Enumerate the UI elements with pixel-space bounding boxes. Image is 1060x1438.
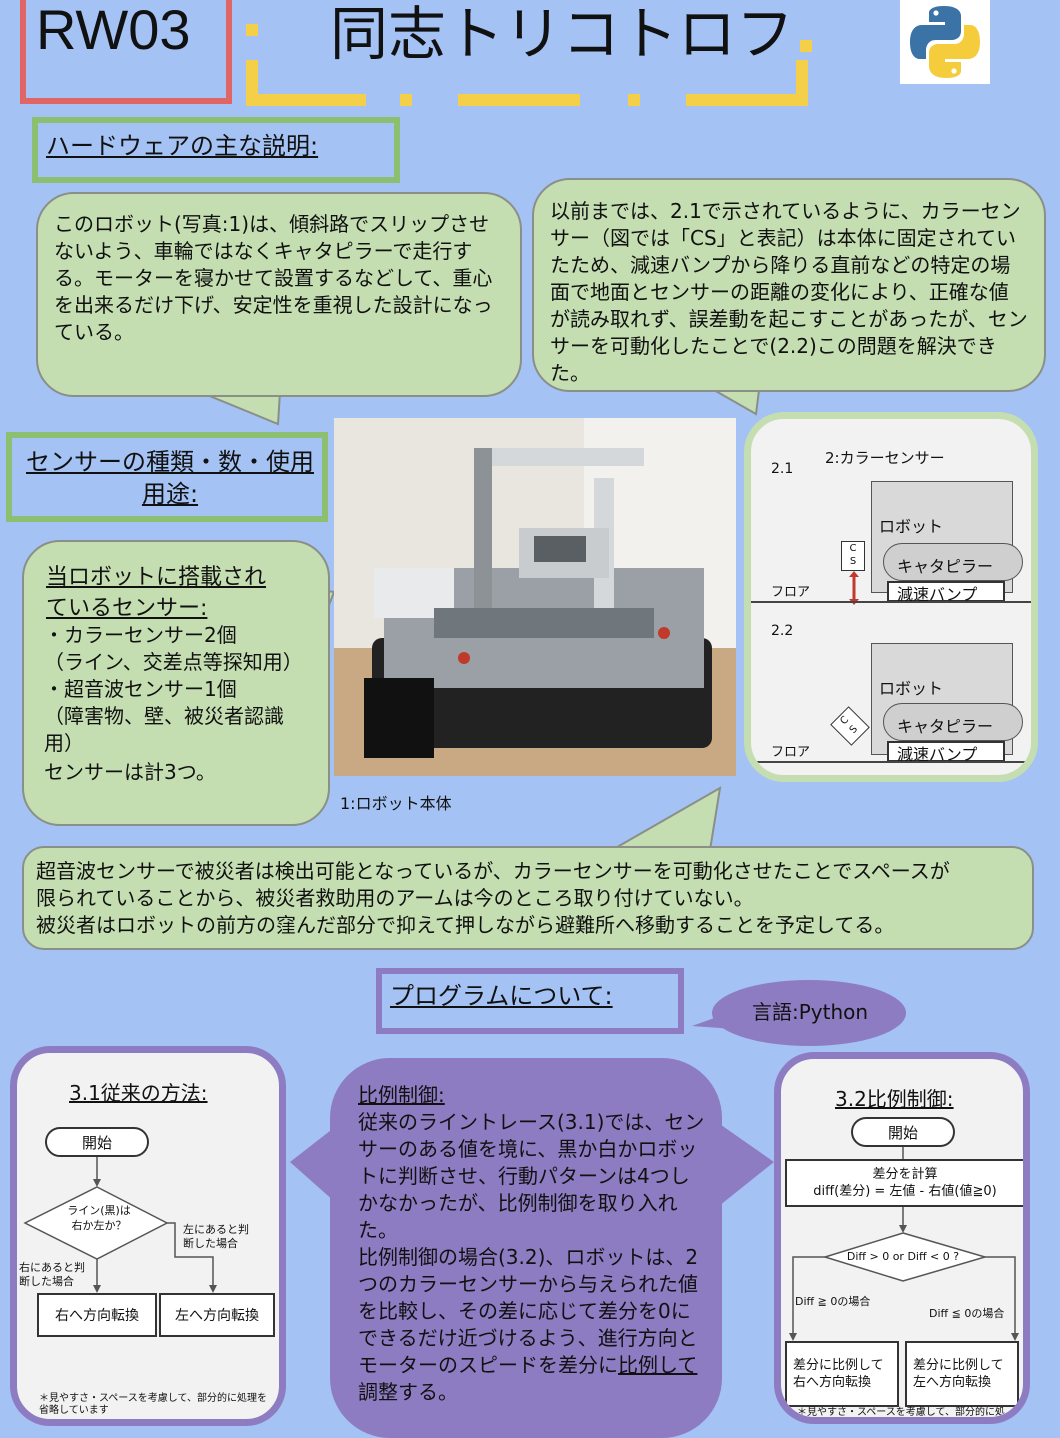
sensor-line: ・超音波センサー1個 <box>44 677 237 701</box>
flow1-decision: ライン(黒)は 右か左か？ <box>61 1203 137 1233</box>
flow1-left-note: 左にあると判 断した場合 <box>183 1223 249 1251</box>
language-text: 言語:Python <box>752 1000 869 1024</box>
team-code-box <box>20 0 232 104</box>
distance-arrow-icon <box>849 571 859 605</box>
flow2-decision: Diff > 0 or Diff < 0 ? <box>846 1250 960 1263</box>
flow2-out-right: 差分に比例して右へ方向転換 <box>785 1341 899 1407</box>
flow2-footnote: ＊見やすさ・スペースを考慮して、部分的に処 <box>797 1407 1005 1418</box>
diagram2-a-robot-label: ロボット <box>879 517 944 536</box>
sensor-heading: 当ロボットに搭載されているセンサー: <box>46 565 267 621</box>
diagram2-b-floor-line <box>751 761 1031 763</box>
flow1-right-note: 右にあると判 断した場合 <box>19 1261 85 1289</box>
diagram2-b-robot-label: ロボット <box>879 679 944 698</box>
flow1-note-line: 右にあると判 <box>19 1261 85 1274</box>
hardware-label-box <box>32 117 400 183</box>
hardware-left-bubble <box>36 192 522 397</box>
diagram2-a-floor: フロア <box>771 585 811 600</box>
flow1-panel: 3.1従来の方法: 開始 ライン(黒)は 右か左か？ 右にあると判 断した場合 … <box>10 1046 286 1426</box>
flow2-arrows <box>789 1147 1019 1341</box>
sensor-line: ・カラーセンサー2個 <box>44 623 237 647</box>
cs-sensor-tilted-icon: C S <box>830 706 870 746</box>
flow1-turn-left: 左へ方向転換 <box>159 1293 275 1337</box>
sensor-line: （ライン、交差点等探知用） <box>44 650 303 674</box>
team-code: RW03 <box>36 0 191 61</box>
cs-letter: S <box>849 556 857 567</box>
proportional-text: 比例制御: 従来のライントレース(3.1)では、センサーのある値を境に、黒か白か… <box>358 1082 708 1406</box>
diagram2-a-track-label: キャタピラー <box>897 557 994 576</box>
sensor-bubble <box>22 540 330 826</box>
proportional-body-2-text: 比例制御の場合(3.2)、ロボットは、2つのカラーセンサーから与えられた値を比較… <box>358 1245 699 1377</box>
diagram2-title: 2:カラーセンサー <box>825 449 945 467</box>
proportional-body-1: 従来のライントレース(3.1)では、センサーのある値を境に、黒か白かロボットに判… <box>358 1110 705 1242</box>
sensor-label-box <box>6 432 328 522</box>
note-text: 超音波センサーで被災者は検出可能となっているが、カラーセンサーを可動化させたこと… <box>36 858 1026 939</box>
photo-caption: 1:ロボット本体 <box>340 794 452 813</box>
note-line: 超音波センサーで被災者は検出可能となっているが、カラーセンサーを可動化させたこと… <box>36 859 950 883</box>
flow2-branch-right: Diff ≦ 0の場合 <box>929 1307 1005 1320</box>
flow1-arrows <box>23 1157 217 1293</box>
flow2-start: 開始 <box>851 1117 955 1147</box>
flow2-out-left: 差分に比例して左へ方向転換 <box>905 1341 1019 1407</box>
program-label: プログラムについて: <box>390 982 613 1010</box>
sensor-line: （障害物、壁、被災者認識用） <box>44 704 284 755</box>
flow1-note-line: 左にあると判 <box>183 1223 249 1236</box>
flow2-calc-line: 差分を計算 <box>872 1167 938 1182</box>
hardware-label: ハードウェアの主な説明: <box>46 132 319 160</box>
cs-letter: C <box>849 543 857 554</box>
flow2-calc: 差分を計算 diff(差分) = 左値 - 右値(値≧0) <box>785 1159 1023 1207</box>
proportional-bubble <box>330 1058 722 1438</box>
sensor-line: センサーは計3つ。 <box>44 760 216 784</box>
program-label-box <box>376 968 684 1034</box>
flow2-panel: 3.2比例制御: 開始 差分を計算 diff(差分) = 左値 - 右値(値≧0… <box>774 1052 1030 1424</box>
hardware-right-bubble <box>532 178 1046 392</box>
diagram2-b-bump-label: 減速バンプ <box>897 745 978 764</box>
sensor-list: ・カラーセンサー2個 （ライン、交差点等探知用） ・超音波センサー1個 （障害物… <box>44 622 303 786</box>
flow1-note-line: 断した場合 <box>183 1237 238 1250</box>
note-line: 被災者はロボットの前方の窪んだ部分で抑えて押しながら避難所へ移動することを予定し… <box>36 913 895 937</box>
note-bubble <box>22 846 1034 950</box>
proportional-body-ul: 比例して <box>618 1353 698 1377</box>
flow1-decision-line: 右か左か？ <box>71 1219 127 1232</box>
flow1-start: 開始 <box>45 1127 149 1157</box>
cs-sensor-icon: C S <box>841 541 865 571</box>
robot-photo <box>334 418 736 776</box>
note-line: 限られていることから、被災者救助用のアームは今のところ取り付けていない。 <box>36 886 754 910</box>
hardware-right-text: 以前までは、2.1で示されているように、カラーセンサー（図では「CS」と表記）は… <box>550 199 1028 385</box>
diagram2-a-track <box>883 543 1023 581</box>
flow2-branch-left: Diff ≧ 0の場合 <box>795 1295 871 1308</box>
diagram2-a-bump-label: 減速バンプ <box>897 585 978 604</box>
flow1-decision-line: ライン(黒)は <box>67 1204 131 1217</box>
flow1-footnote: ＊見やすさ・スペースを考慮して、部分的に処理を省略しています <box>39 1393 267 1416</box>
flow1-turn-right: 右へ方向転換 <box>37 1293 157 1337</box>
diagram2-b-track-label: キャタピラー <box>897 717 994 736</box>
flow2-title: 3.2比例制御: <box>835 1087 954 1111</box>
sensor-label: センサーの種類・数・使用用途: <box>26 448 314 508</box>
diagram2-b-track <box>883 703 1023 741</box>
diagram2-a-floor-line <box>751 601 1031 603</box>
diagram2-a-label: 2.1 <box>771 461 794 477</box>
flow1-title: 3.1従来の方法: <box>69 1081 208 1105</box>
hardware-left-text: このロボット(写真:1)は、傾斜路でスリップさせないよう、車輪ではなくキャタピラ… <box>54 212 493 344</box>
team-name: 同志トリコトロフ <box>330 0 795 68</box>
diagram2-panel: 2:カラーセンサー 2.1 ロボット キャタピラー C S フロア 減速バンプ … <box>744 412 1038 782</box>
flow1-note-line: 断した場合 <box>19 1275 74 1288</box>
proportional-body-2: 比例制御の場合(3.2)、ロボットは、2つのカラーセンサーから与えられた値を比較… <box>358 1244 708 1406</box>
python-logo-icon <box>900 0 990 84</box>
diagram2-b-floor: フロア <box>771 745 811 760</box>
proportional-heading: 比例制御: <box>358 1083 445 1107</box>
flow2-calc-line: diff(差分) = 左値 - 右値(値≧0) <box>813 1184 997 1199</box>
diagram2-b-label: 2.2 <box>771 623 794 639</box>
language-bubble <box>712 980 906 1046</box>
proportional-body-end: 調整する。 <box>358 1380 458 1404</box>
